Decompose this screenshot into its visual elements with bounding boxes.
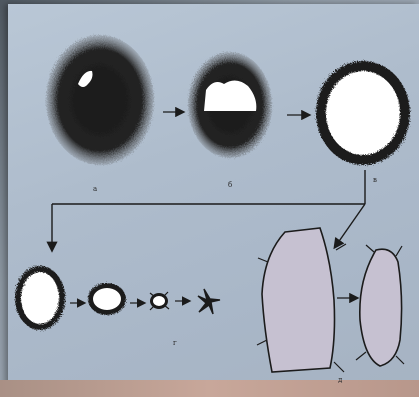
label-v: в bbox=[373, 176, 377, 184]
label-d: д bbox=[338, 376, 343, 384]
cyst-large bbox=[262, 228, 335, 372]
label-a: а bbox=[93, 185, 97, 193]
shrinking-cavity-1 bbox=[15, 266, 65, 330]
stage-b-lesion bbox=[188, 52, 272, 158]
label-b: б bbox=[228, 181, 232, 189]
shrinking-cavity-2 bbox=[88, 283, 126, 315]
stage-v-cavity bbox=[316, 61, 410, 165]
small-stellate-cavity bbox=[150, 292, 169, 310]
stellate-scar bbox=[198, 289, 220, 314]
label-g: г bbox=[173, 339, 177, 347]
cyst-small bbox=[360, 249, 402, 366]
stage-a-lesion bbox=[46, 35, 154, 165]
stage-d-cysts bbox=[257, 228, 404, 372]
stage-g-healing-sequence bbox=[15, 266, 220, 330]
